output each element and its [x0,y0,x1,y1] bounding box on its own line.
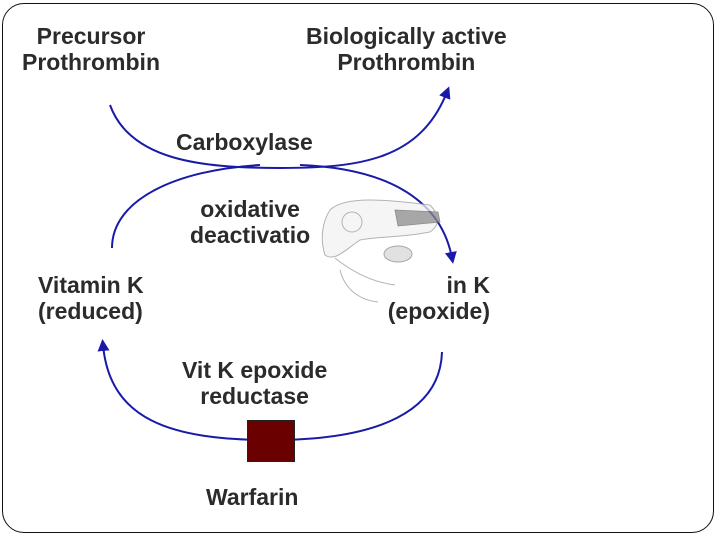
active-prothrombin-label: Biologically active Prothrombin [306,23,507,75]
warfarin-block-icon [247,420,295,462]
carboxylase-label: Carboxylase [176,129,313,155]
precursor-prothrombin-label: Precursor Prothrombin [22,23,160,75]
vit-k-epoxide-reductase-label: Vit K epoxide reductase [182,357,327,409]
warfarin-label: Warfarin [206,484,298,510]
oxidative-deactivation-label: oxidative deactivatio [190,196,310,248]
vitamin-k-epoxide-label: in K (epoxide) [364,272,490,324]
vitamin-k-reduced-label: Vitamin K (reduced) [38,272,144,324]
